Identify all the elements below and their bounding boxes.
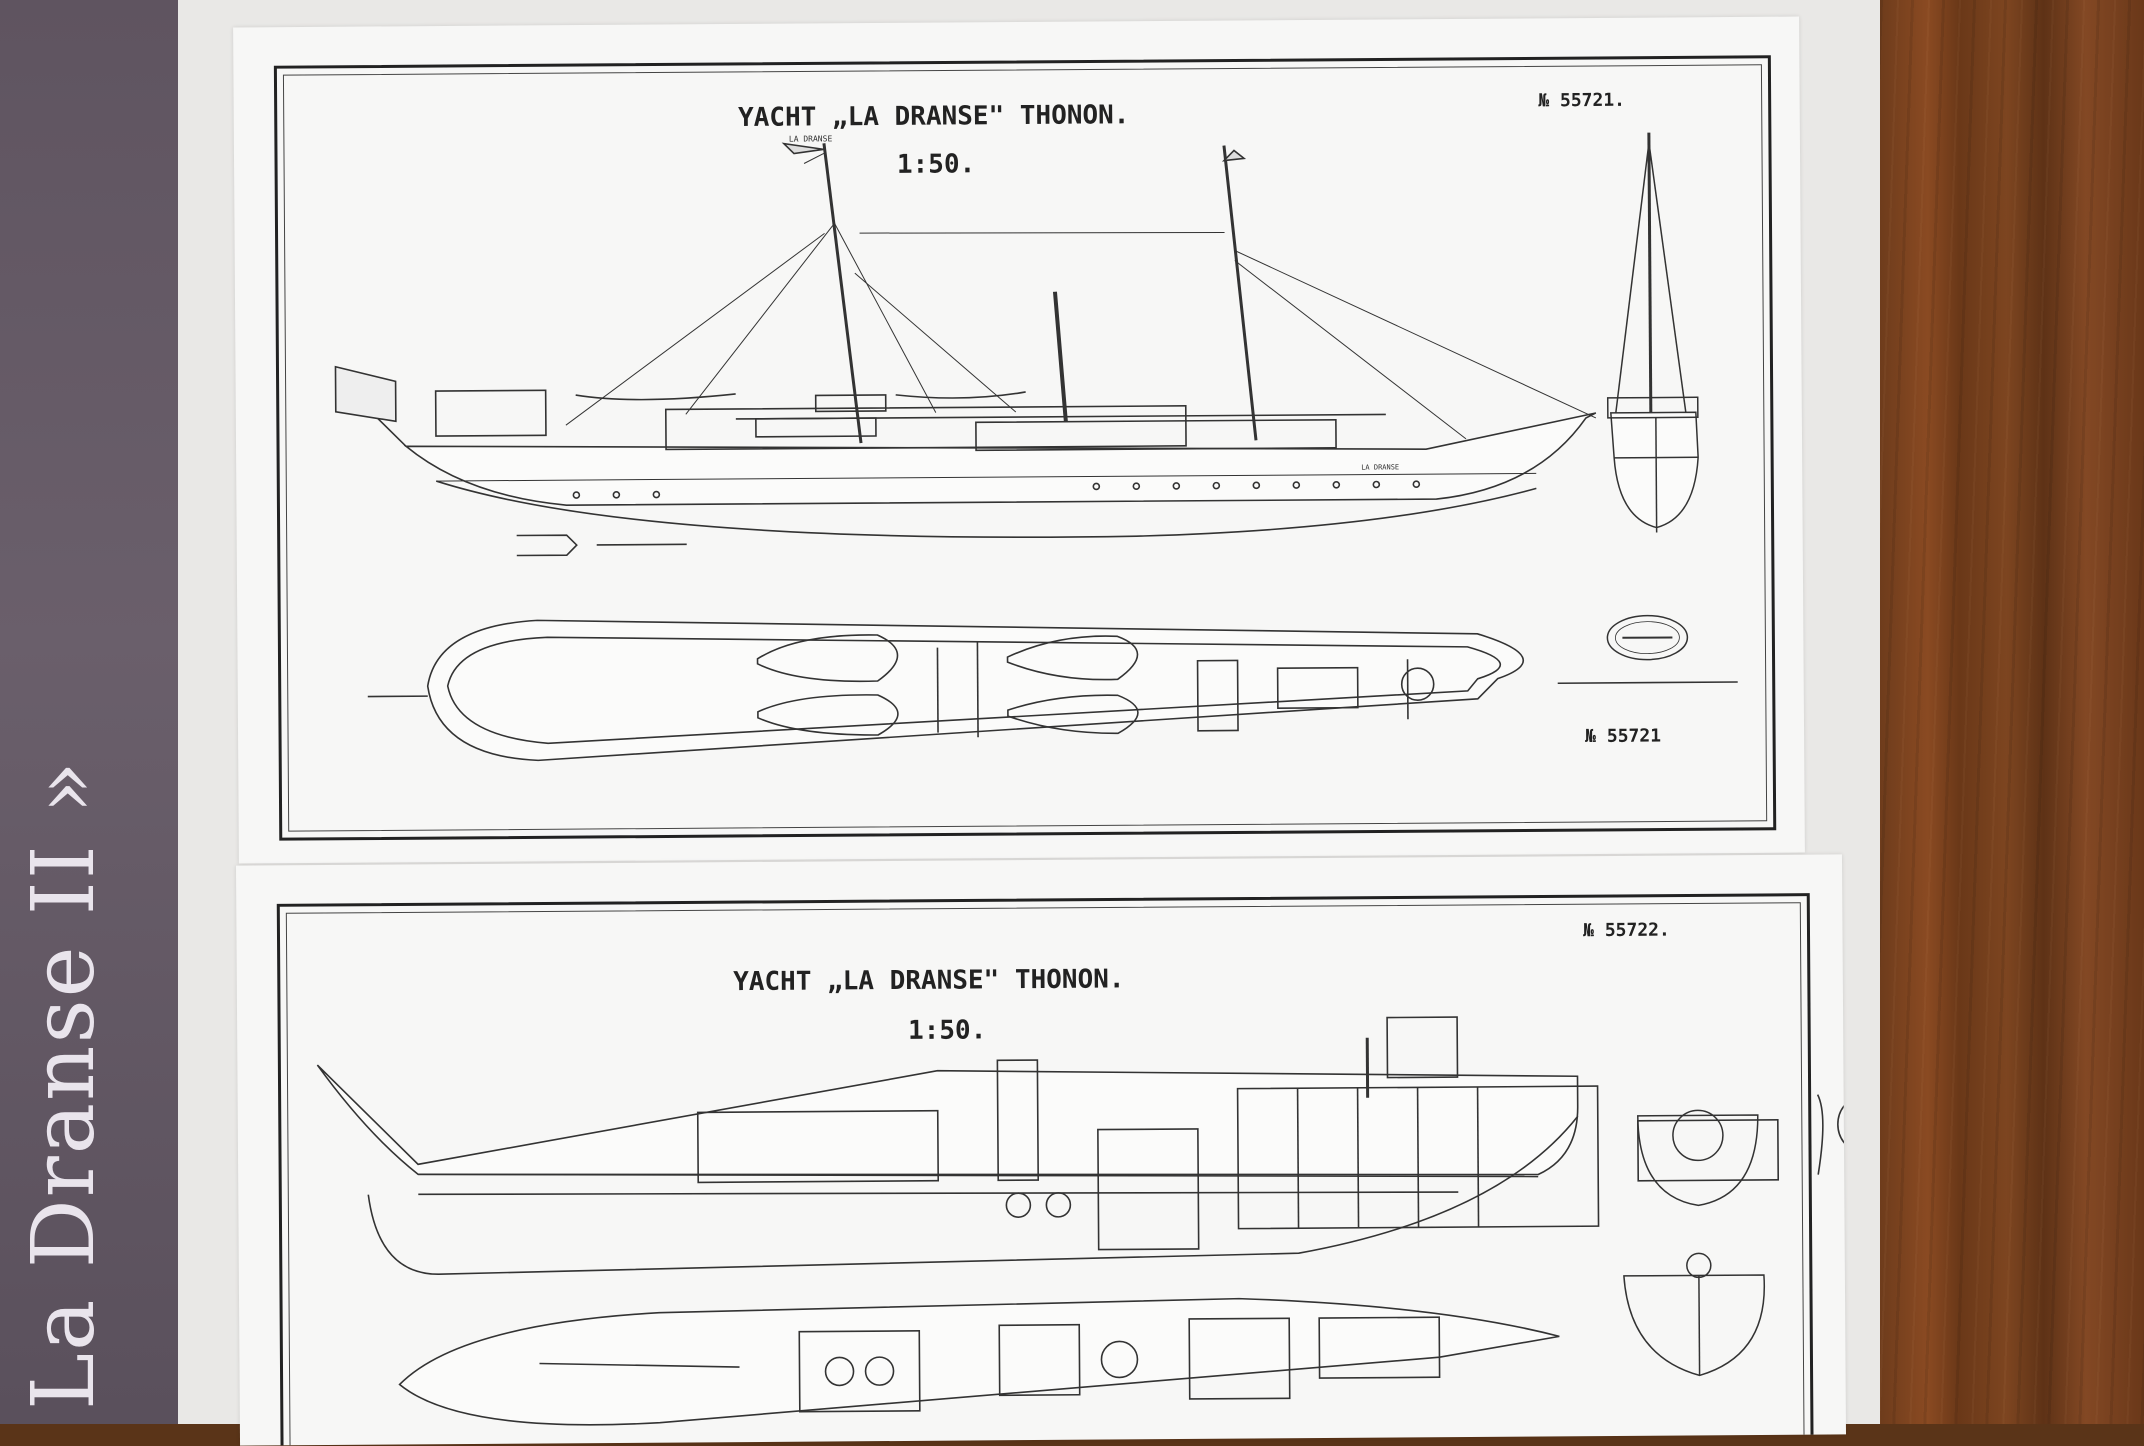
wood-grain — [1880, 0, 2144, 1424]
plan-1-scale: 1:50. — [897, 149, 975, 180]
plan-sheet-2: YACHT „LA DRANSE" THONON. 1:50. № 55722. — [236, 854, 1846, 1445]
plan-1-number-bottom: № 55721 — [1585, 726, 1661, 748]
yacht-lower-deck-plan — [399, 1296, 1560, 1426]
banner-title: La Dranse II » — [14, 759, 114, 1410]
plan-sheet-1: YACHT „LA DRANSE" THONON. 1:50. № 55721.… — [233, 17, 1805, 864]
yacht-cross-sections — [1623, 1110, 1765, 1376]
plan-1-title: YACHT „LA DRANSE" THONON. — [738, 100, 1130, 133]
yacht-bow-view — [1606, 132, 1699, 533]
plan-1-drawing: YACHT „LA DRANSE" THONON. 1:50. № 55721.… — [233, 17, 1805, 864]
hull-name-label: LA DRANSE — [1361, 463, 1399, 471]
plan-1-number-top: № 55721. — [1538, 90, 1625, 112]
yacht-side-elevation — [334, 138, 1597, 557]
plan-2-number-top: № 55722. — [1583, 920, 1670, 942]
flag-label: LA DRANSE — [789, 134, 833, 143]
yacht-longitudinal-section — [317, 1014, 1846, 1275]
yacht-deck-plan — [367, 612, 1738, 762]
plan-2-title: YACHT „LA DRANSE" THONON. — [733, 964, 1125, 997]
plan-2-scale: 1:50. — [908, 1015, 986, 1046]
plan-2-drawing: YACHT „LA DRANSE" THONON. 1:50. № 55722. — [236, 854, 1846, 1445]
